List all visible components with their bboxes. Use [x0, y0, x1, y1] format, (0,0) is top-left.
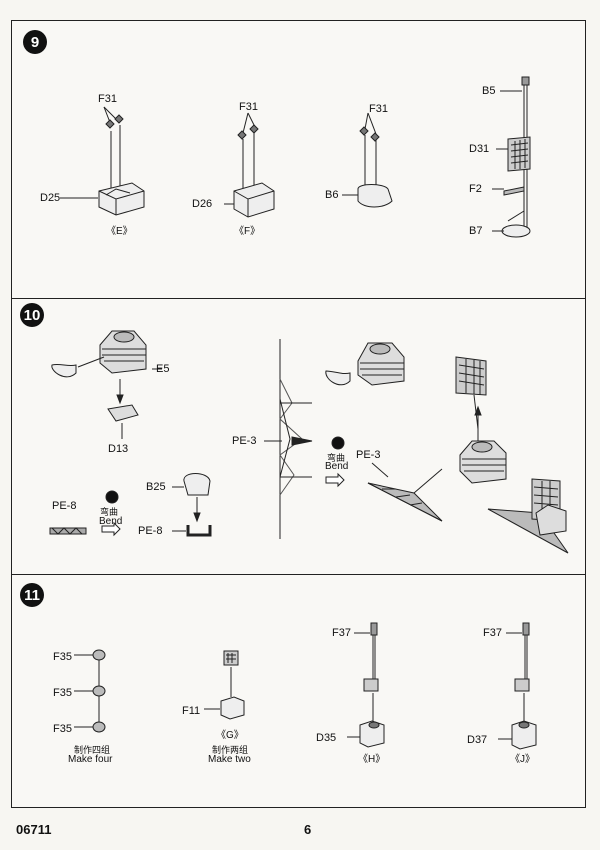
label-b5: B5: [482, 85, 496, 97]
label-f35-1: F35: [53, 651, 72, 663]
bend-cn-left: 弯曲: [100, 507, 119, 517]
label-pe8-bent: PE-8: [138, 525, 163, 537]
make-two-cn: 制作两组: [212, 745, 249, 755]
label-f2: F2: [469, 183, 482, 195]
caption-e: 《E》: [106, 226, 133, 237]
bend-en-left: Bend: [99, 516, 123, 527]
bend-en-right: Bend: [325, 461, 349, 472]
step-11-panel: 11: [11, 574, 586, 808]
label-f31-e: F31: [98, 93, 117, 105]
label-f31-f: F31: [239, 101, 258, 113]
step-11-diagram: [74, 622, 537, 750]
label-pe8-flat: PE-8: [52, 500, 77, 512]
label-f37-j: F37: [483, 627, 502, 639]
label-d31: D31: [469, 143, 490, 155]
make-two-en: Make two: [208, 754, 251, 765]
product-code: 06711: [16, 822, 52, 837]
caption-j: 《J》: [510, 754, 535, 765]
step-10-panel: 10: [11, 298, 586, 576]
step-number-11: 11: [20, 583, 44, 607]
label-pe3-bent: PE-3: [356, 449, 381, 461]
step-number-9: 9: [23, 30, 47, 54]
label-f35-2: F35: [53, 687, 72, 699]
label-pe3-flat: PE-3: [232, 435, 257, 447]
label-f11: F11: [182, 705, 201, 717]
label-d35: D35: [316, 732, 337, 744]
label-b6: B6: [325, 189, 339, 201]
label-d26: D26: [192, 198, 213, 210]
page-number: 6: [304, 822, 312, 837]
bend-cn-right: 弯曲: [327, 453, 346, 463]
label-b25: B25: [146, 481, 166, 493]
step-10-diagram: [49, 330, 569, 554]
label-e5: E5: [156, 363, 170, 375]
step-number-10: 10: [20, 303, 44, 327]
label-d25: D25: [40, 192, 61, 204]
caption-h: 《H》: [358, 754, 386, 765]
step-9-panel: 9: [11, 20, 586, 300]
make-four-en: Make four: [68, 754, 113, 765]
step-9-diagram: [60, 76, 531, 238]
label-f37-h: F37: [332, 627, 351, 639]
label-d13: D13: [108, 443, 129, 455]
caption-g: 《G》: [216, 730, 244, 741]
caption-f: 《F》: [234, 226, 261, 237]
make-four-cn: 制作四组: [74, 745, 111, 755]
label-b7: B7: [469, 225, 483, 237]
label-d37: D37: [467, 734, 488, 746]
label-f31-b6: F31: [369, 103, 388, 115]
label-f35-3: F35: [53, 723, 72, 735]
